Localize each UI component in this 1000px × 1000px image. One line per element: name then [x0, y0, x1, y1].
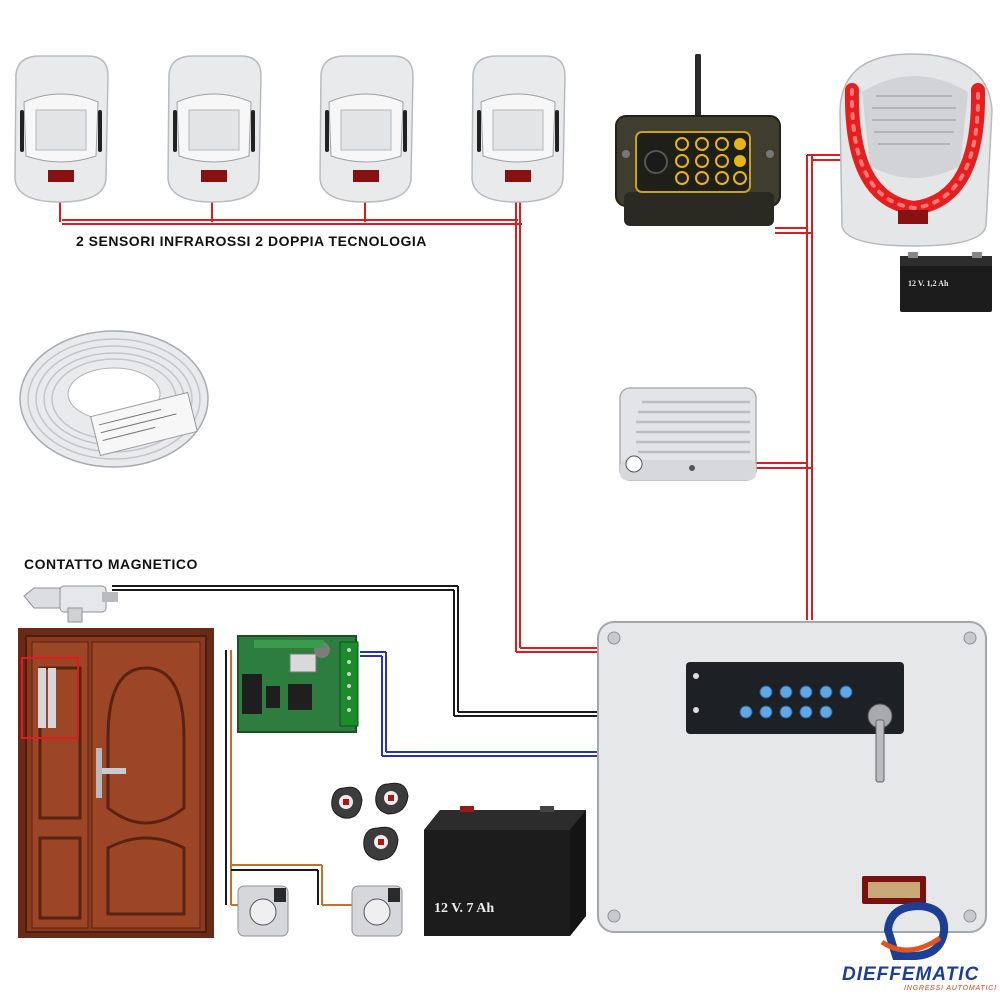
pir-sensor-2: [167, 55, 262, 203]
magnetic-contact-caption: CONTATTO MAGNETICO: [24, 556, 198, 572]
keypad-keys: [675, 137, 747, 185]
brand-name: DIEFFEMATIC: [842, 964, 980, 985]
gsm-keypad: [615, 54, 781, 226]
alarm-control-panel: [597, 621, 987, 933]
entry-door: [18, 628, 214, 938]
indoor-siren: [619, 387, 757, 481]
outdoor-siren: [839, 53, 993, 247]
large-battery-rating: 12 V. 7 Ah: [434, 901, 494, 916]
small-battery: 12 V. 1,2 Ah: [900, 252, 992, 312]
large-battery: 12 V. 7 Ah: [424, 806, 586, 936]
pir-sensor-1: [14, 55, 109, 203]
key-reader-wire: [225, 650, 355, 906]
small-battery-rating: 12 V. 1,2 Ah: [908, 279, 949, 288]
transponder-board: [237, 635, 359, 733]
rfid-key-tags: [331, 782, 409, 861]
sensors-caption: 2 SENSORI INFRAROSSI 2 DOPPIA TECNOLOGIA: [76, 233, 427, 249]
cable-coil: [19, 330, 209, 468]
key-reader-2: [351, 885, 403, 937]
sensor-bus-wire: [59, 198, 600, 653]
key-reader-1: [237, 885, 289, 937]
key-tag-3: [363, 826, 399, 861]
reader-wire: [360, 651, 600, 757]
key-tag-2: [375, 782, 409, 815]
magnetic-contact: [23, 585, 118, 623]
siren-bus-wire: [755, 154, 842, 620]
pir-sensor-3: [319, 55, 414, 203]
magnetic-contact-wire: [112, 585, 600, 717]
dieffematic-logo: [880, 901, 949, 960]
brand-tagline: INGRESSI AUTOMATICI: [904, 985, 997, 992]
pir-sensor-4: [471, 55, 566, 203]
key-tag-1: [331, 786, 363, 819]
